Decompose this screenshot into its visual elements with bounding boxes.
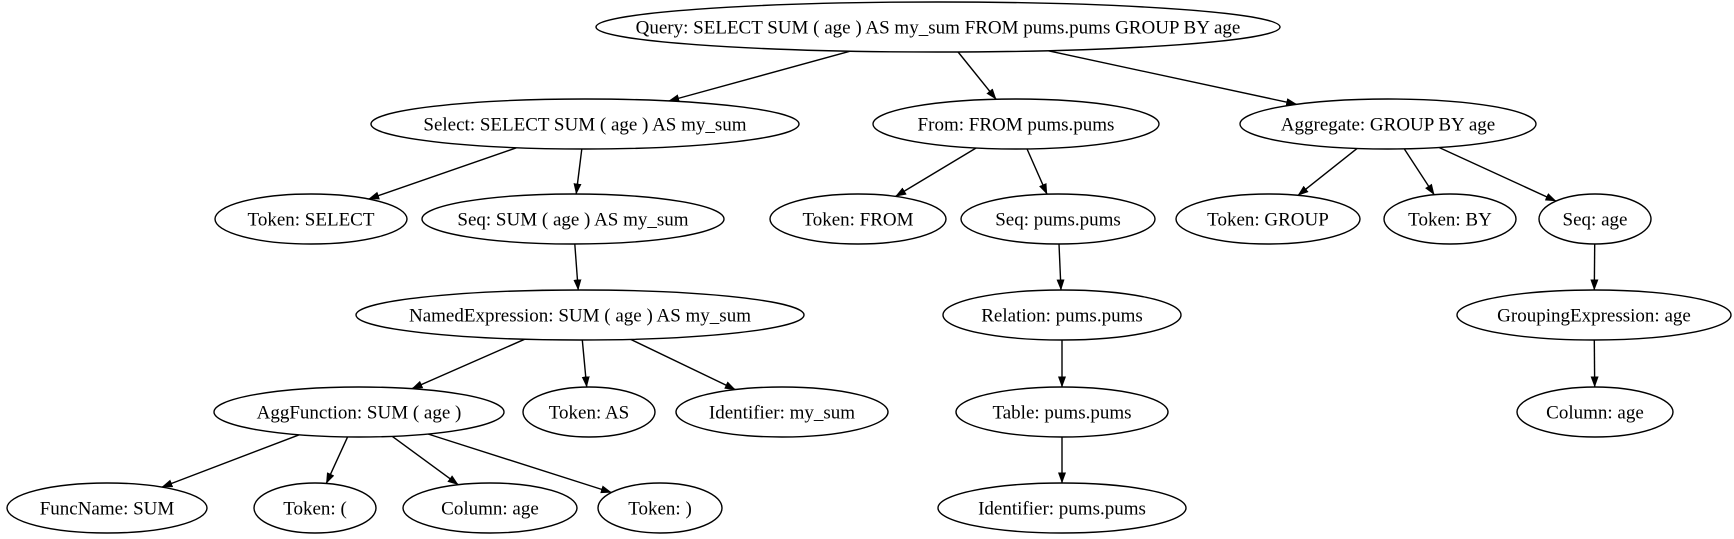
node-label-grouping-expression: GroupingExpression: age — [1497, 306, 1691, 327]
node-token-lparen: Token: ( — [253, 482, 377, 534]
node-named-expression: NamedExpression: SUM ( age ) AS my_sum — [355, 289, 805, 341]
edge-select-to-token-select — [368, 147, 517, 200]
node-label-seq-age: Seq: age — [1563, 210, 1628, 231]
node-column-age-grouping: Column: age — [1516, 386, 1674, 438]
node-label-seq-sum: Seq: SUM ( age ) AS my_sum — [457, 210, 688, 231]
node-label-seq-pums: Seq: pums.pums — [995, 210, 1121, 231]
node-token-group: Token: GROUP — [1175, 193, 1361, 245]
node-ellipse-seq-pums — [960, 193, 1156, 245]
edge-named-expression-to-token-as — [581, 339, 590, 388]
edge-query-to-from — [957, 51, 997, 100]
edge-agg-function-to-func-name — [161, 434, 300, 488]
edge-agg-function-to-token-lparen — [325, 436, 349, 484]
node-column-age-agg: Column: age — [402, 482, 578, 534]
node-relation: Relation: pums.pums — [942, 289, 1182, 341]
node-ellipse-func-name — [6, 482, 208, 534]
node-label-aggregate: Aggregate: GROUP BY age — [1281, 115, 1495, 136]
node-seq-pums: Seq: pums.pums — [960, 193, 1156, 245]
edge-select-to-seq-sum — [573, 148, 583, 195]
node-ellipse-aggregate — [1239, 98, 1537, 150]
node-label-column-age-agg: Column: age — [441, 499, 539, 520]
node-from: From: FROM pums.pums — [872, 98, 1160, 150]
node-label-token-rparen: Token: ) — [628, 499, 692, 520]
node-ellipse-token-group — [1175, 193, 1361, 245]
node-label-agg-function: AggFunction: SUM ( age ) — [257, 403, 462, 424]
node-token-rparen: Token: ) — [597, 482, 723, 534]
node-identifier-pums: Identifier: pums.pums — [937, 482, 1187, 534]
node-label-func-name: FuncName: SUM — [40, 499, 175, 520]
edge-aggregate-to-token-group — [1297, 147, 1358, 196]
node-label-from: From: FROM pums.pums — [918, 115, 1115, 136]
node-ellipse-token-as — [522, 386, 656, 438]
node-token-from: Token: FROM — [769, 193, 947, 245]
node-label-token-as: Token: AS — [549, 403, 629, 424]
edge-from-to-token-from — [895, 147, 977, 197]
edge-seq-pums-to-relation — [1056, 243, 1065, 291]
node-label-token-group: Token: GROUP — [1207, 210, 1329, 231]
node-select: Select: SELECT SUM ( age ) AS my_sum — [370, 98, 800, 150]
node-ellipse-column-age-agg — [402, 482, 578, 534]
node-seq-sum: Seq: SUM ( age ) AS my_sum — [421, 193, 725, 245]
edge-aggregate-to-seq-age — [1438, 146, 1557, 202]
node-label-query: Query: SELECT SUM ( age ) AS my_sum FROM… — [636, 18, 1241, 39]
node-ellipse-select — [370, 98, 800, 150]
edge-named-expression-to-identifier-my-sum — [630, 338, 736, 391]
node-ellipse-from — [872, 98, 1160, 150]
node-label-table: Table: pums.pums — [992, 403, 1131, 424]
edge-aggregate-to-token-by — [1403, 148, 1435, 196]
node-aggregate: Aggregate: GROUP BY age — [1239, 98, 1537, 150]
node-label-select: Select: SELECT SUM ( age ) AS my_sum — [423, 115, 746, 136]
node-ellipse-table — [955, 386, 1169, 438]
node-ellipse-token-rparen — [597, 482, 723, 534]
tree-edges — [161, 50, 1599, 494]
node-grouping-expression: GroupingExpression: age — [1456, 289, 1732, 341]
edge-query-to-aggregate — [1047, 50, 1298, 106]
node-token-by: Token: BY — [1383, 193, 1517, 245]
node-agg-function: AggFunction: SUM ( age ) — [213, 386, 505, 438]
edge-from-to-seq-pums — [1026, 148, 1048, 195]
node-ellipse-query — [595, 1, 1281, 53]
edge-agg-function-to-token-rparen — [427, 433, 612, 494]
node-func-name: FuncName: SUM — [6, 482, 208, 534]
node-ellipse-column-age-grouping — [1516, 386, 1674, 438]
node-ellipse-seq-sum — [421, 193, 725, 245]
node-identifier-my-sum: Identifier: my_sum — [675, 386, 889, 438]
edge-agg-function-to-column-age-agg — [391, 435, 459, 486]
node-ellipse-identifier-pums — [937, 482, 1187, 534]
node-query: Query: SELECT SUM ( age ) AS my_sum FROM… — [595, 1, 1281, 53]
node-seq-age: Seq: age — [1538, 193, 1652, 245]
node-ellipse-relation — [942, 289, 1182, 341]
edge-seq-sum-to-named-expression — [573, 243, 582, 291]
node-label-identifier-my-sum: Identifier: my_sum — [709, 403, 855, 424]
node-label-column-age-grouping: Column: age — [1546, 403, 1644, 424]
node-ellipse-agg-function — [213, 386, 505, 438]
edge-named-expression-to-agg-function — [411, 338, 526, 390]
node-ellipse-token-lparen — [253, 482, 377, 534]
node-ellipse-seq-age — [1538, 193, 1652, 245]
tree-nodes: Query: SELECT SUM ( age ) AS my_sum FROM… — [6, 1, 1732, 534]
node-ellipse-token-by — [1383, 193, 1517, 245]
node-table: Table: pums.pums — [955, 386, 1169, 438]
node-label-identifier-pums: Identifier: pums.pums — [978, 499, 1146, 520]
node-label-token-by: Token: BY — [1408, 210, 1492, 231]
node-ellipse-token-from — [769, 193, 947, 245]
node-label-token-from: Token: FROM — [802, 210, 913, 231]
node-token-as: Token: AS — [522, 386, 656, 438]
node-ellipse-identifier-my-sum — [675, 386, 889, 438]
node-token-select: Token: SELECT — [214, 193, 408, 245]
node-ellipse-token-select — [214, 193, 408, 245]
node-label-relation: Relation: pums.pums — [981, 306, 1143, 327]
node-ellipse-grouping-expression — [1456, 289, 1732, 341]
node-label-named-expression: NamedExpression: SUM ( age ) AS my_sum — [409, 306, 751, 327]
node-label-token-lparen: Token: ( — [283, 499, 347, 520]
node-ellipse-named-expression — [355, 289, 805, 341]
edge-query-to-select — [668, 50, 851, 103]
node-label-token-select: Token: SELECT — [248, 210, 375, 231]
